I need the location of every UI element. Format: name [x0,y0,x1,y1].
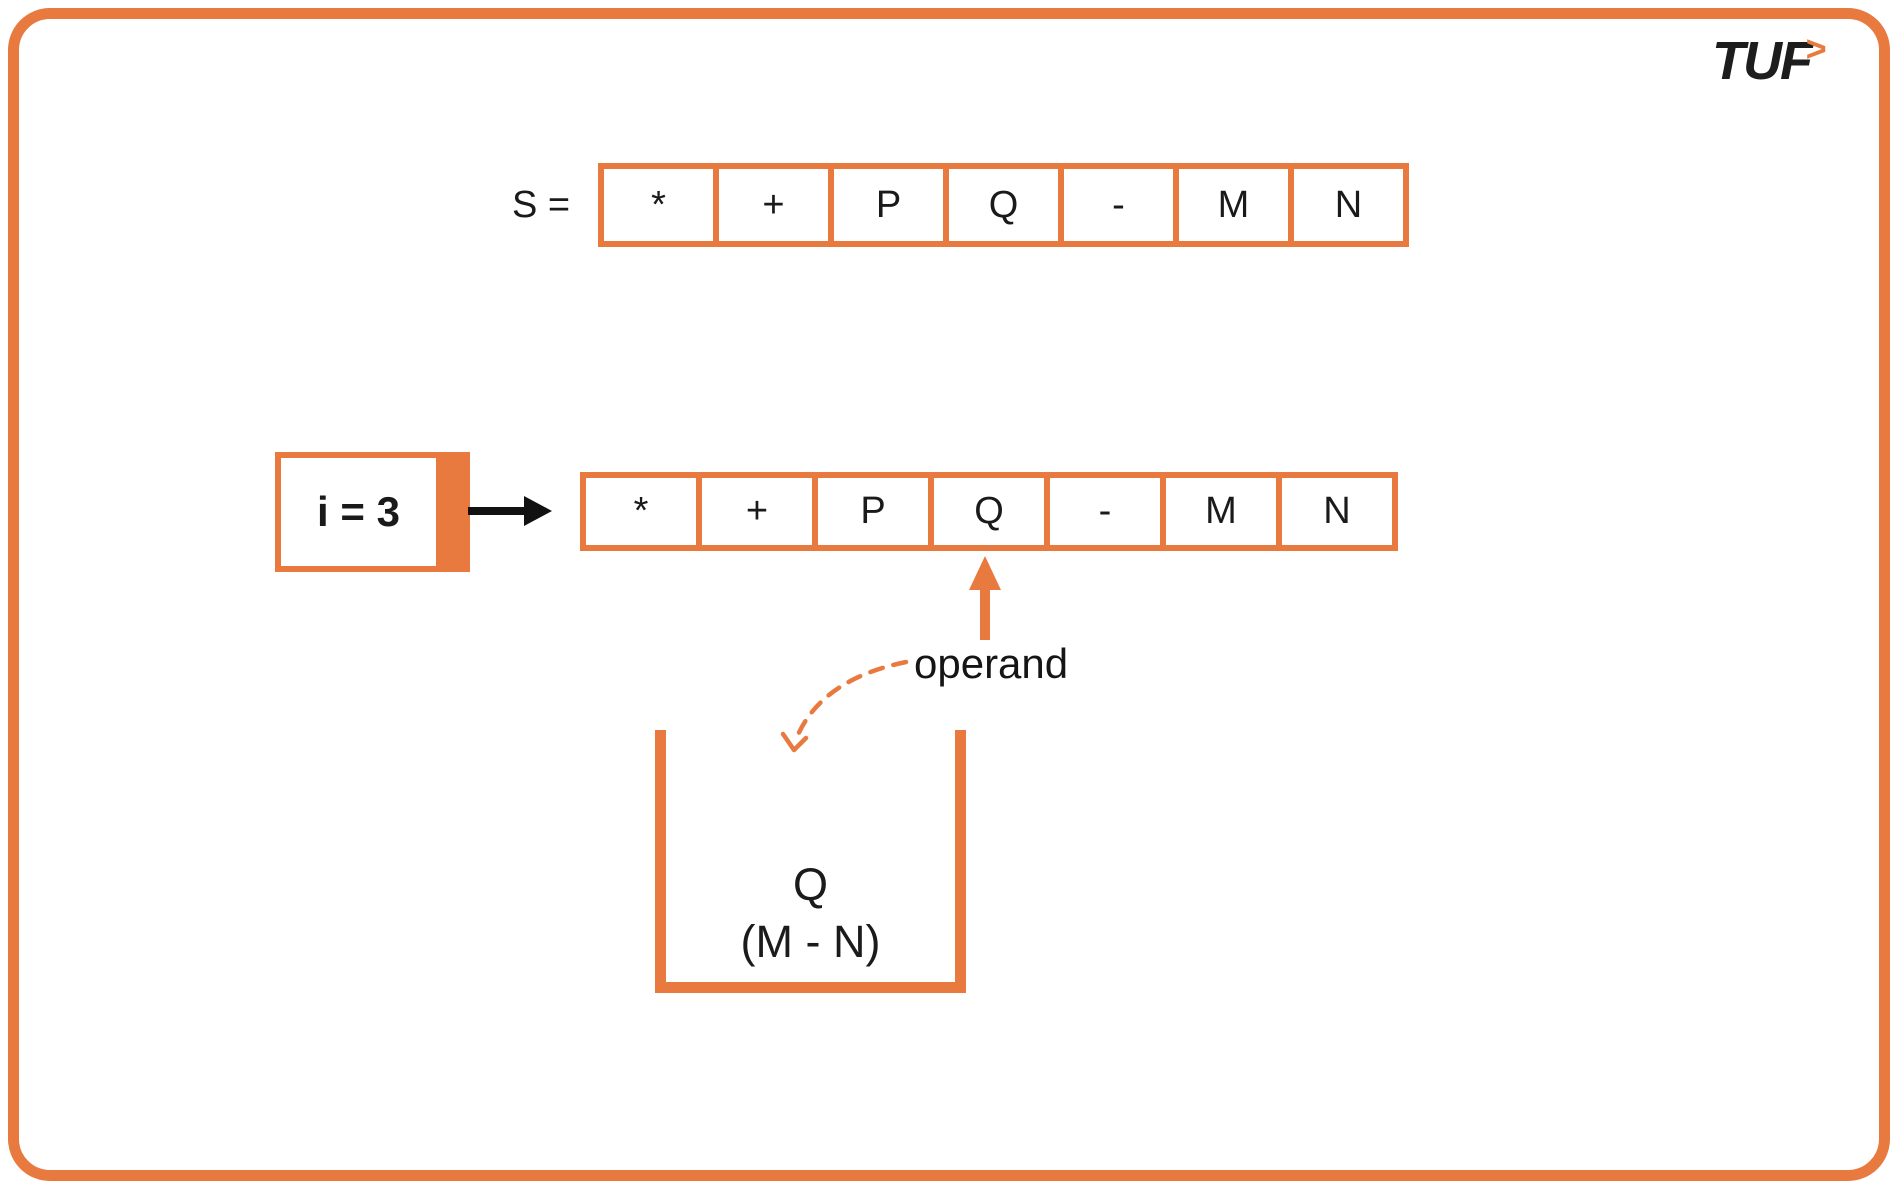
stack-item: (M - N) [740,916,881,967]
array-cell: Q [928,472,1050,551]
stack-container: Q (M - N) [655,730,966,993]
array-cell: N [1276,472,1398,551]
logo-text: TUF [1712,31,1813,91]
expression-array: * + P Q - M N [598,163,1409,247]
index-array: * + P Q - M N [580,472,1398,551]
stack-item: Q [792,859,828,910]
index-box-tab [442,452,470,572]
expression-label: S = [512,183,571,226]
array-cell: M [1160,472,1282,551]
up-arrow-icon [969,556,1001,640]
index-label: i = 3 [275,452,442,572]
array-cell: P [828,163,949,247]
right-arrow-icon [468,496,552,526]
operand-label: operand [914,640,1069,687]
array-cell: + [696,472,818,551]
array-cell: - [1044,472,1166,551]
array-cell: * [598,163,719,247]
array-cell: + [713,163,834,247]
array-cell: P [812,472,934,551]
array-cell: - [1058,163,1179,247]
logo-chevron-icon: > [1804,28,1826,69]
dashed-curve-arrow-icon [780,659,909,753]
index-box: i = 3 [275,452,470,572]
array-cell: M [1173,163,1294,247]
array-cell: * [580,472,702,551]
brand-logo: TUF> [1712,28,1832,92]
array-cell: Q [943,163,1064,247]
array-cell: N [1288,163,1409,247]
